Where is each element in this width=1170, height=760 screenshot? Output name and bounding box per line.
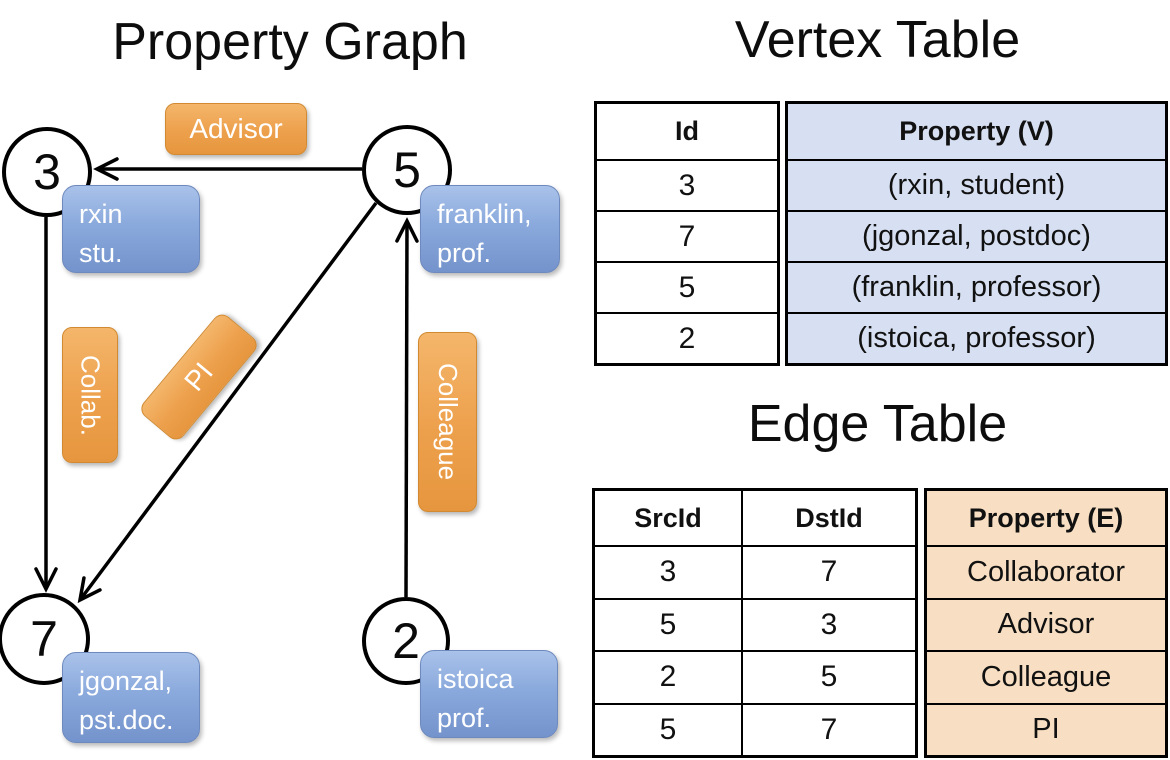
vertex-table-property-cell: (rxin, student) (788, 159, 1165, 210)
edge-table-dst-cell: 3 (741, 597, 915, 650)
vertex-table-id-cell: 5 (597, 261, 777, 312)
edge-label-collab-text: Collab. (75, 354, 106, 436)
vertex-property-line: stu. (79, 238, 123, 269)
edge-table-title: Edge Table (747, 395, 1008, 453)
vertex-table-id-cell: 7 (597, 210, 777, 261)
vertex-property-line: prof. (437, 238, 492, 269)
vertex-property-line: prof. (437, 703, 492, 734)
edge-table-dst-cell: 7 (741, 545, 915, 598)
vertex-table-property-cell: (istoica, professor) (788, 312, 1165, 363)
vertex-property-line: rxin (79, 199, 123, 229)
vertex-property-box-jgonzal: jgonzal, pst.doc. (62, 652, 200, 743)
vertex-property-box-istoica: istoica prof. (420, 650, 558, 738)
vertex-property-box-franklin: franklin, prof. (420, 185, 560, 273)
edge-line-5-to-7 (77, 201, 378, 604)
vertex-table-title: Vertex Table (734, 11, 1021, 69)
vertex-table-header-id: Id (675, 116, 699, 146)
property-graph-title: Property Graph (112, 13, 468, 71)
vertex-table-id-column: Id 3 7 5 2 (594, 101, 780, 366)
vertex-node-5: 5 (362, 125, 452, 215)
edge-table-header-dstid: DstId (741, 491, 915, 545)
edge-table-property-cell: Collaborator (927, 545, 1165, 598)
edge-table-property-cell: PI (927, 702, 1165, 756)
vertex-node-2-id: 2 (392, 613, 420, 669)
vertex-node-3-id: 3 (33, 144, 61, 200)
edge-line-2-to-5 (395, 217, 419, 598)
vertex-property-line: istoica (437, 664, 514, 694)
edge-table-dst-cell: 7 (741, 702, 915, 755)
edge-table-header-property: Property (E) (968, 502, 1124, 533)
edge-table-dst-cell: 5 (741, 650, 915, 703)
vertex-property-box-rxin: rxin stu. (62, 185, 200, 273)
edge-label-colleague-text: Colleague (433, 363, 463, 481)
vertex-table-id-cell: 3 (597, 159, 777, 210)
edge-label-advisor: Advisor (165, 103, 307, 155)
vertex-table-header-property: Property (V) (899, 116, 1054, 146)
edge-table-src-cell: 5 (595, 597, 741, 651)
edge-label-advisor-text: Advisor (189, 113, 283, 144)
vertex-table-id-cell: 2 (597, 312, 777, 363)
edge-table-header-srcid: SrcId (634, 502, 702, 533)
vertex-property-line: jgonzal, (79, 666, 173, 696)
vertex-node-7-id: 7 (30, 611, 58, 667)
edge-table-src-cell: 2 (595, 650, 741, 703)
edge-table-property-column: Property (E) Collaborator Advisor Collea… (924, 488, 1168, 758)
graph-edges-layer (34, 157, 419, 604)
vertex-node-5-id: 5 (393, 142, 421, 198)
vertex-property-line: pst.doc. (79, 705, 174, 736)
edge-table-src-cell: 5 (595, 702, 741, 756)
edge-label-pi-text: PI (178, 356, 219, 397)
edge-table-property-cell: Advisor (927, 597, 1165, 651)
vertex-table-property-cell: (jgonzal, postdoc) (788, 210, 1165, 261)
vertex-table-property-column: Property (V) (rxin, student) (jgonzal, p… (785, 101, 1168, 366)
edge-table-src-cell: 3 (595, 545, 741, 598)
vertex-table-property-cell: (franklin, professor) (788, 261, 1165, 312)
edge-table-property-cell: Colleague (927, 650, 1165, 703)
edge-table-id-columns: SrcId DstId 3 7 5 3 2 5 5 7 (592, 488, 918, 758)
edge-label-collab: Collab. (62, 327, 118, 463)
edge-label-colleague: Colleague (418, 332, 477, 512)
vertex-property-line: franklin, (437, 199, 532, 229)
vertex-node-2: 2 (362, 597, 450, 685)
